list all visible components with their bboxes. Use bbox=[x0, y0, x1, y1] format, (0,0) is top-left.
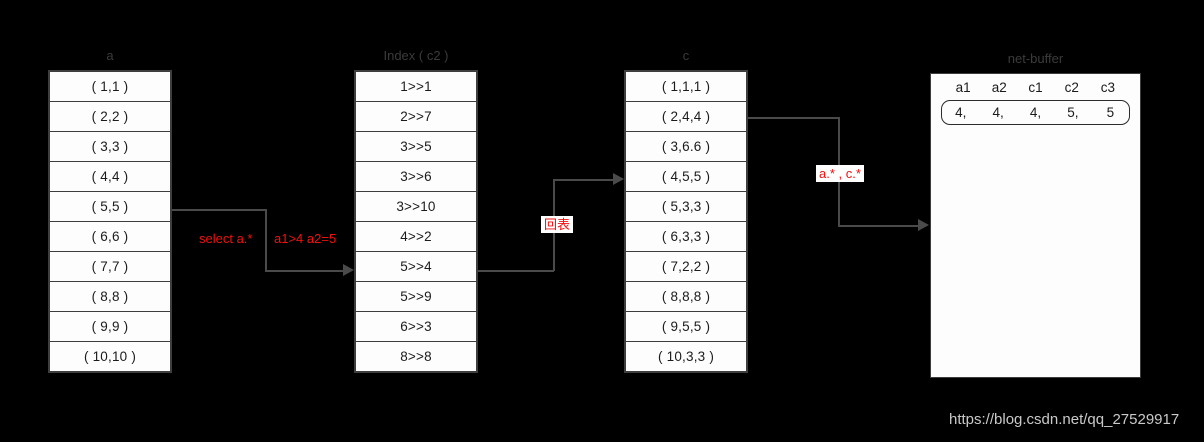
connector-index-to-c-arrowhead bbox=[613, 173, 624, 185]
table-c: c ( 1,1,1 ) ( 2,4,4 ) ( 3,6.6 ) ( 4,5,5 … bbox=[624, 48, 748, 373]
table-a: a ( 1,1 ) ( 2,2 ) ( 3,3 ) ( 4,4 ) ( 5,5 … bbox=[48, 48, 172, 373]
net-buffer-cell-a1: 4, bbox=[955, 105, 967, 120]
net-buffer-title: net-buffer bbox=[1007, 51, 1064, 66]
table-row[interactable]: 8>>8 bbox=[355, 341, 477, 372]
table-row[interactable]: 5>>4 bbox=[355, 251, 477, 282]
table-a-title: a bbox=[106, 48, 114, 63]
table-index-c2-title: Index ( c2 ) bbox=[383, 48, 449, 63]
table-row[interactable]: ( 2,2 ) bbox=[49, 101, 171, 132]
connector-c-to-netbuffer-segment-h1 bbox=[748, 117, 840, 119]
table-row[interactable]: ( 3,3 ) bbox=[49, 131, 171, 162]
annotation-huibiao: 回表 bbox=[541, 216, 574, 233]
table-index-c2-rows: 1>>1 2>>7 3>>5 3>>6 3>>10 4>>2 5>>4 5>>9… bbox=[354, 70, 478, 373]
net-buffer-column-c2: c2 bbox=[1064, 80, 1079, 95]
net-buffer-row[interactable]: 4, 4, 4, 5, 5 bbox=[941, 100, 1130, 125]
connector-index-to-c-segment-h1 bbox=[478, 270, 554, 272]
table-row[interactable]: ( 8,8 ) bbox=[49, 281, 171, 312]
table-a-rows: ( 1,1 ) ( 2,2 ) ( 3,3 ) ( 4,4 ) ( 5,5 ) … bbox=[48, 70, 172, 373]
connector-a-to-index-segment-h2 bbox=[265, 270, 345, 272]
connector-c-to-netbuffer-segment-h2 bbox=[838, 225, 920, 227]
table-row[interactable]: ( 9,5,5 ) bbox=[625, 311, 747, 342]
connector-a-to-index-segment-h1 bbox=[172, 209, 266, 211]
table-row[interactable]: ( 1,1,1 ) bbox=[625, 71, 747, 102]
table-row[interactable]: ( 1,1 ) bbox=[49, 71, 171, 102]
connector-index-to-c-segment-h2 bbox=[553, 179, 615, 181]
connector-a-to-index-arrowhead bbox=[343, 264, 354, 276]
net-buffer-column-a1: a1 bbox=[955, 80, 971, 95]
table-row[interactable]: 4>>2 bbox=[355, 221, 477, 252]
net-buffer-cell-c1: 4, bbox=[1029, 105, 1042, 120]
annotation-select-a-star: select a.* bbox=[199, 231, 253, 246]
net-buffer-cell-a2: 4, bbox=[992, 105, 1004, 120]
table-row[interactable]: ( 7,7 ) bbox=[49, 251, 171, 282]
table-index-c2: Index ( c2 ) 1>>1 2>>7 3>>5 3>>6 3>>10 4… bbox=[354, 48, 478, 373]
table-row[interactable]: ( 7,2,2 ) bbox=[625, 251, 747, 282]
table-c-rows: ( 1,1,1 ) ( 2,4,4 ) ( 3,6.6 ) ( 4,5,5 ) … bbox=[624, 70, 748, 373]
table-row[interactable]: ( 10,3,3 ) bbox=[625, 341, 747, 372]
table-c-title: c bbox=[682, 48, 690, 63]
connector-c-to-netbuffer-arrowhead bbox=[918, 219, 929, 231]
table-row[interactable]: ( 2,4,4 ) bbox=[625, 101, 747, 132]
table-row[interactable]: ( 5,3,3 ) bbox=[625, 191, 747, 222]
table-row[interactable]: 3>>6 bbox=[355, 161, 477, 192]
watermark: https://blog.csdn.net/qq_27529917 bbox=[949, 411, 1180, 428]
table-row[interactable]: ( 6,6 ) bbox=[49, 221, 171, 252]
table-row[interactable]: ( 8,8,8 ) bbox=[625, 281, 747, 312]
net-buffer-box: a1 a2 c1 c2 c3 4, 4, 4, 5, 5 bbox=[930, 73, 1141, 378]
table-row[interactable]: ( 3,6.6 ) bbox=[625, 131, 747, 162]
net-buffer-column-c3: c3 bbox=[1100, 80, 1116, 95]
table-row[interactable]: 6>>3 bbox=[355, 311, 477, 342]
table-row[interactable]: ( 4,5,5 ) bbox=[625, 161, 747, 192]
table-row[interactable]: ( 4,4 ) bbox=[49, 161, 171, 192]
table-row[interactable]: 2>>7 bbox=[355, 101, 477, 132]
table-row[interactable]: 5>>9 bbox=[355, 281, 477, 312]
annotation-a1-a2-predicate: a1>4 a2=5 bbox=[274, 231, 337, 246]
connector-a-to-index-segment-v bbox=[265, 209, 267, 271]
table-row[interactable]: 1>>1 bbox=[355, 71, 477, 102]
net-buffer-cell-c2: 5, bbox=[1067, 105, 1079, 120]
annotation-a-star-c-star: a.* , c.* bbox=[816, 165, 864, 182]
table-row[interactable]: 3>>5 bbox=[355, 131, 477, 162]
net-buffer-column-a2: a2 bbox=[991, 80, 1007, 95]
table-row[interactable]: ( 10,10 ) bbox=[49, 341, 171, 372]
table-row[interactable]: ( 5,5 ) bbox=[49, 191, 171, 222]
table-row[interactable]: ( 6,3,3 ) bbox=[625, 221, 747, 252]
net-buffer-column-headers: a1 a2 c1 c2 c3 bbox=[931, 74, 1140, 95]
net-buffer-cell-c3: 5 bbox=[1106, 105, 1115, 120]
table-row[interactable]: ( 9,9 ) bbox=[49, 311, 171, 342]
net-buffer-column-c1: c1 bbox=[1028, 80, 1043, 95]
table-row[interactable]: 3>>10 bbox=[355, 191, 477, 222]
